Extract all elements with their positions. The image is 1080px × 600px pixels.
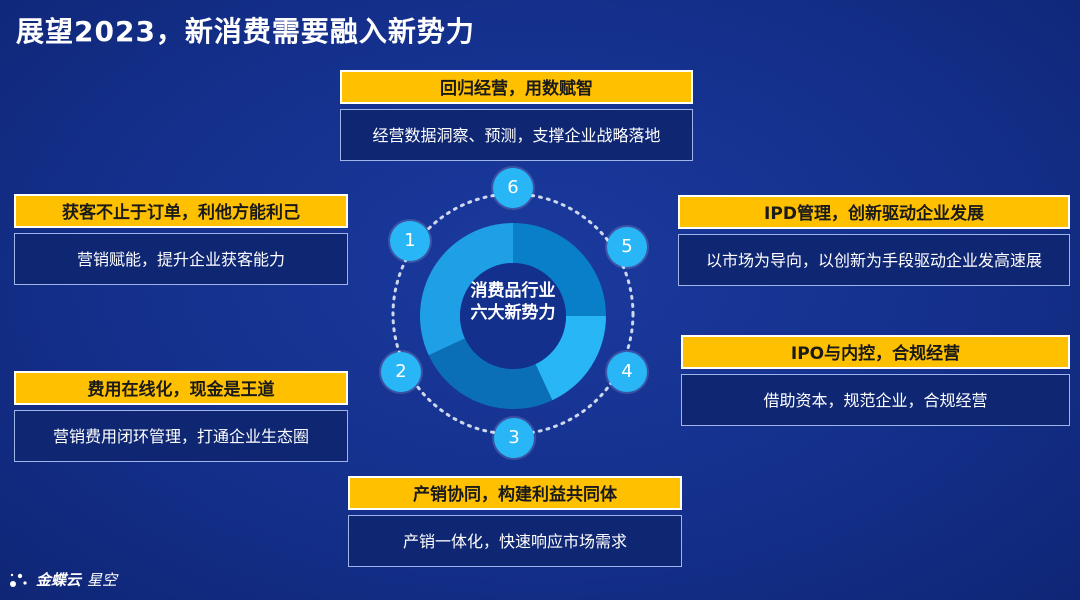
node-1[interactable]: 1 bbox=[390, 221, 430, 261]
card-expense-online: 费用在线化，现金是王道 营销费用闭环管理，打通企业生态圈 bbox=[14, 371, 348, 462]
node-4[interactable]: 4 bbox=[607, 352, 647, 392]
node-6[interactable]: 6 bbox=[493, 168, 533, 208]
node-2[interactable]: 2 bbox=[381, 352, 421, 392]
brand-logo: 金蝶云 星空 bbox=[8, 566, 117, 592]
card-ipo: IPO与内控，合规经营 借助资本，规范企业，合规经营 bbox=[681, 335, 1070, 426]
card-data-insight: 回归经营，用数赋智 经营数据洞察、预测，支撑企业战略落地 bbox=[340, 70, 693, 161]
card-data-insight-body: 经营数据洞察、预测，支撑企业战略落地 bbox=[340, 109, 693, 161]
card-customer-acquisition-body: 营销赋能，提升企业获客能力 bbox=[14, 233, 348, 285]
donut-segment-1 bbox=[513, 223, 606, 316]
card-expense-online-head: 费用在线化，现金是王道 bbox=[14, 371, 348, 405]
donut-chart bbox=[420, 223, 606, 409]
donut-segment-4 bbox=[420, 223, 513, 356]
card-ipd-body: 以市场为导向，以创新为手段驱动企业发高速展 bbox=[678, 234, 1070, 286]
card-ipo-head: IPO与内控，合规经营 bbox=[681, 335, 1070, 369]
card-customer-acquisition-head: 获客不止于订单，利他方能利己 bbox=[14, 194, 348, 228]
card-data-insight-head: 回归经营，用数赋智 bbox=[340, 70, 693, 104]
page-title: 展望2023，新消费需要融入新势力 bbox=[16, 15, 475, 48]
dotted-orbit bbox=[391, 192, 635, 436]
brand-product: 星空 bbox=[87, 570, 118, 589]
donut-hole bbox=[460, 263, 566, 369]
card-production-sales-body: 产销一体化，快速响应市场需求 bbox=[348, 515, 682, 567]
sparkle-logo-icon bbox=[10, 573, 27, 587]
card-ipd: IPD管理，创新驱动企业发展 以市场为导向，以创新为手段驱动企业发高速展 bbox=[678, 195, 1070, 286]
card-production-sales: 产销协同，构建利益共同体 产销一体化，快速响应市场需求 bbox=[348, 476, 682, 567]
center-label-line-1: 消费品行业 bbox=[470, 281, 556, 301]
card-expense-online-body: 营销费用闭环管理，打通企业生态圈 bbox=[14, 410, 348, 462]
card-ipo-body: 借助资本，规范企业，合规经营 bbox=[681, 374, 1070, 426]
center-label-line-2: 六大新势力 bbox=[470, 303, 556, 323]
card-production-sales-head: 产销协同，构建利益共同体 bbox=[348, 476, 682, 510]
donut-segment-3 bbox=[428, 338, 553, 409]
card-ipd-head: IPD管理，创新驱动企业发展 bbox=[678, 195, 1070, 229]
node-3[interactable]: 3 bbox=[494, 418, 534, 458]
brand-name: 金蝶云 bbox=[36, 570, 82, 589]
card-customer-acquisition: 获客不止于订单，利他方能利己 营销赋能，提升企业获客能力 bbox=[14, 194, 348, 285]
donut-segment-2 bbox=[535, 316, 606, 401]
center-label: 消费品行业 六大新势力 bbox=[443, 280, 583, 324]
node-5[interactable]: 5 bbox=[607, 227, 647, 267]
